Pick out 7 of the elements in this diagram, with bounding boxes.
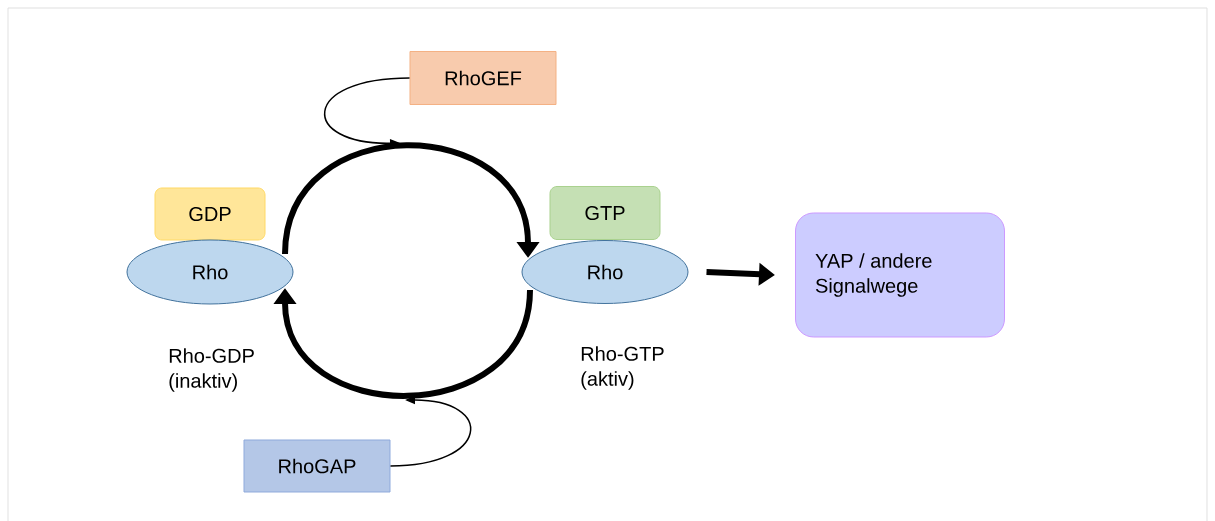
nucleotide-box: GDP: [154, 187, 266, 241]
pathway-box: YAP / andere Signalwege: [795, 212, 1005, 338]
enzyme-box: RhoGAP: [243, 439, 391, 493]
state-label: Rho-GDP (inaktiv): [169, 348, 254, 392]
state-label: Rho-GTP (aktiv): [581, 346, 664, 390]
enzyme-box: RhoGEF: [409, 51, 557, 105]
nucleotide-box: GTP: [549, 186, 661, 240]
